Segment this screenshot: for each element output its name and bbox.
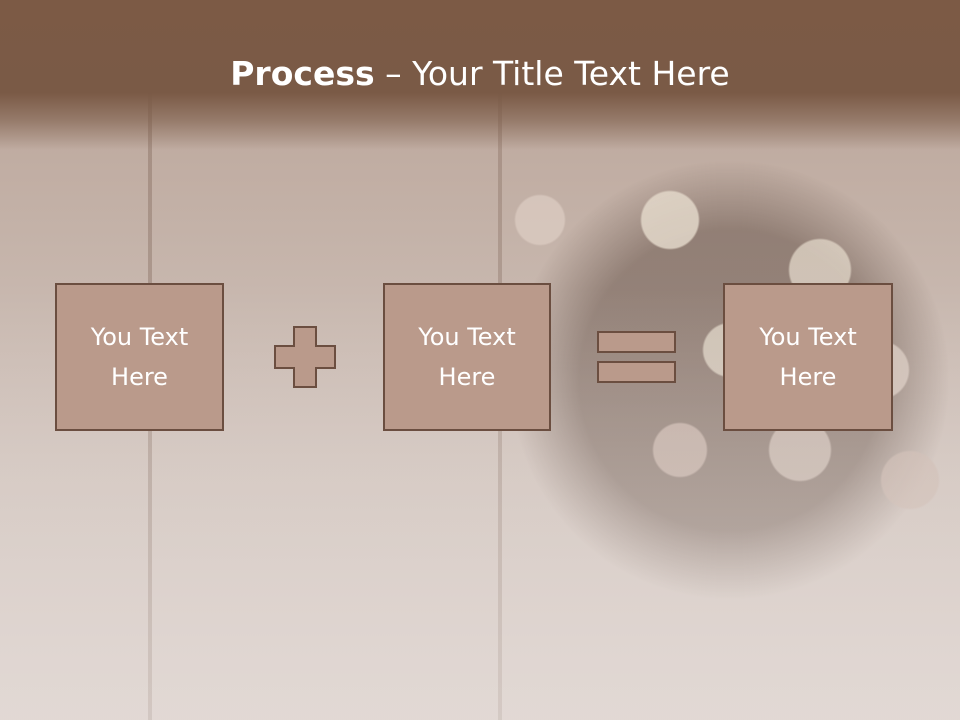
title-bold: Process [230, 54, 375, 93]
plus-icon [274, 326, 336, 388]
title-band [0, 0, 960, 150]
slide-title[interactable]: Process – Your Title Text Here [0, 52, 960, 96]
box-line-1: You Text [418, 323, 516, 351]
box-line-2: Here [779, 363, 837, 391]
process-box-text: You Text Here [418, 317, 516, 397]
box-line-2: Here [438, 363, 496, 391]
process-box-2[interactable]: You Text Here [383, 283, 551, 431]
title-rest: – Your Title Text Here [374, 54, 730, 93]
box-line-2: Here [111, 363, 168, 391]
process-box-text: You Text Here [759, 317, 857, 397]
process-box-text: You Text Here [91, 317, 189, 397]
process-box-3[interactable]: You Text Here [723, 283, 893, 431]
box-line-1: You Text [90, 323, 189, 351]
box-line-1: You Text [759, 323, 857, 351]
process-box-1[interactable]: You Text Here [55, 283, 224, 431]
equals-icon [597, 331, 676, 383]
